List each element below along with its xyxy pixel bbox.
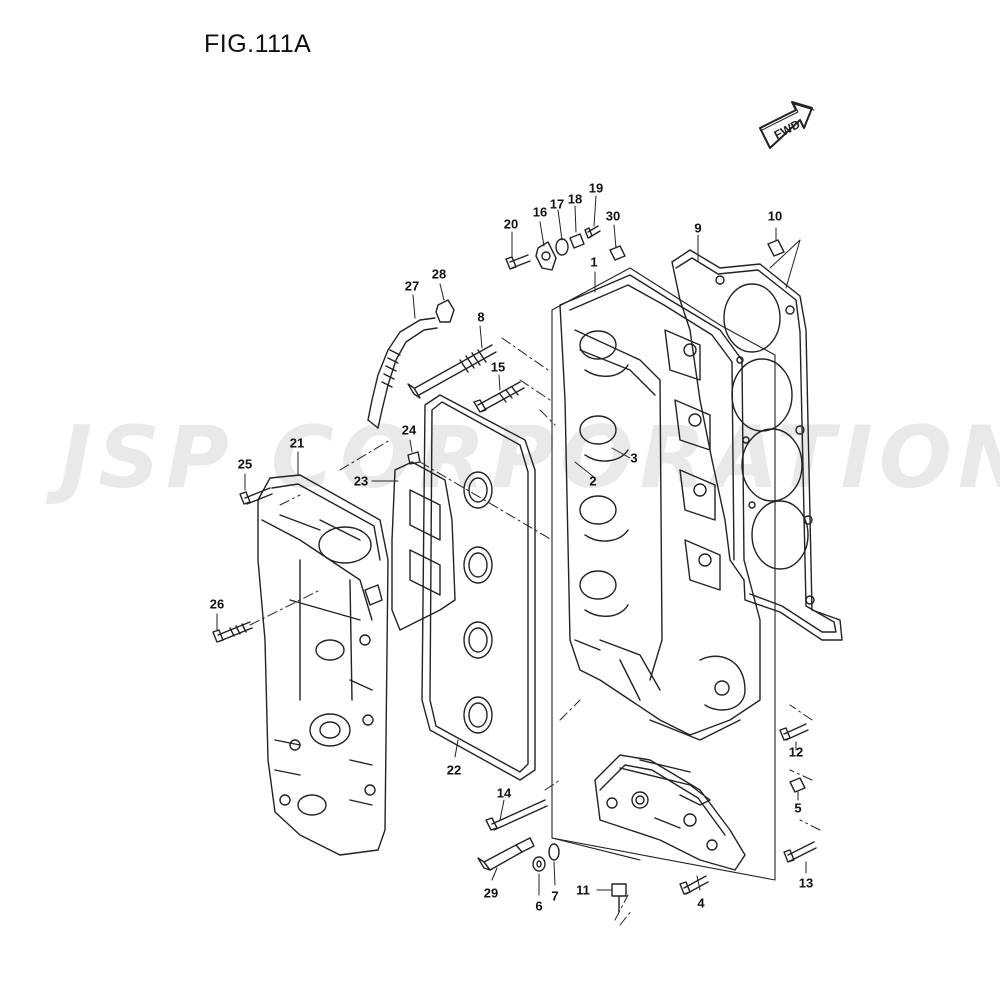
callout-3: 3 bbox=[630, 450, 638, 466]
bolt-12 bbox=[779, 723, 809, 741]
o-ring-17 bbox=[555, 238, 569, 256]
callout-24: 24 bbox=[401, 422, 417, 438]
cylinder-head bbox=[559, 274, 761, 741]
valve-cover bbox=[257, 474, 389, 856]
plug-18 bbox=[569, 233, 585, 249]
callout-7: 7 bbox=[551, 888, 559, 904]
callout-27: 27 bbox=[404, 278, 420, 294]
callout-5: 5 bbox=[794, 800, 802, 816]
callout-18: 18 bbox=[567, 191, 583, 207]
callout-30: 30 bbox=[605, 208, 621, 224]
bolt-19 bbox=[584, 225, 601, 239]
callout-17: 17 bbox=[549, 196, 565, 212]
figure-title: FIG.111A bbox=[204, 30, 312, 58]
bolt-14 bbox=[485, 799, 548, 831]
bolt-13 bbox=[783, 841, 817, 863]
leader-lines bbox=[216, 195, 821, 926]
callout-4: 4 bbox=[697, 895, 705, 911]
baffle-plate bbox=[391, 461, 456, 631]
callout-6: 6 bbox=[535, 898, 543, 914]
glow-plug-29 bbox=[477, 837, 535, 871]
valve-cover-gasket bbox=[421, 394, 536, 781]
dowel-5 bbox=[789, 777, 806, 793]
long-bolt-8 bbox=[407, 344, 497, 399]
callout-19: 19 bbox=[588, 180, 604, 196]
callout-25: 25 bbox=[237, 456, 253, 472]
fwd-arrow-icon: FWD bbox=[759, 101, 815, 149]
callout-15: 15 bbox=[490, 359, 506, 375]
callout-12: 12 bbox=[788, 744, 804, 760]
callout-8: 8 bbox=[477, 309, 485, 325]
watermark: JSP CORPORATION bbox=[60, 408, 1000, 508]
bolt-20 bbox=[505, 254, 531, 270]
bolt-11 bbox=[611, 883, 627, 913]
callout-29: 29 bbox=[483, 885, 499, 901]
bolt-25 bbox=[239, 487, 273, 505]
callout-21: 21 bbox=[289, 435, 305, 451]
callout-9: 9 bbox=[694, 220, 702, 236]
callout-26: 26 bbox=[209, 596, 225, 612]
dowel-30 bbox=[609, 245, 626, 261]
callout-23: 23 bbox=[353, 473, 369, 489]
callout-16: 16 bbox=[532, 204, 548, 220]
callout-13: 13 bbox=[798, 875, 814, 891]
camshaft-housing bbox=[594, 754, 746, 871]
o-ring-7 bbox=[548, 843, 560, 861]
washer-6 bbox=[532, 856, 546, 872]
head-gasket bbox=[671, 249, 843, 641]
callout-22: 22 bbox=[446, 762, 462, 778]
head-reference-box bbox=[551, 267, 776, 881]
callout-28: 28 bbox=[431, 266, 447, 282]
bolt-4 bbox=[679, 875, 709, 895]
bolt-26 bbox=[212, 621, 253, 643]
callout-2: 2 bbox=[589, 473, 597, 489]
cam-position-sensor-16 bbox=[535, 241, 557, 271]
breather-hose bbox=[367, 317, 438, 429]
callout-1: 1 bbox=[590, 254, 598, 270]
bolt-15 bbox=[473, 381, 525, 413]
screw-24 bbox=[407, 451, 421, 465]
callout-14: 14 bbox=[496, 785, 512, 801]
callout-11: 11 bbox=[576, 882, 590, 898]
callout-10: 10 bbox=[767, 208, 783, 224]
hose-clamp bbox=[435, 299, 455, 323]
dowel-10 bbox=[767, 239, 785, 257]
callout-20: 20 bbox=[503, 216, 519, 232]
